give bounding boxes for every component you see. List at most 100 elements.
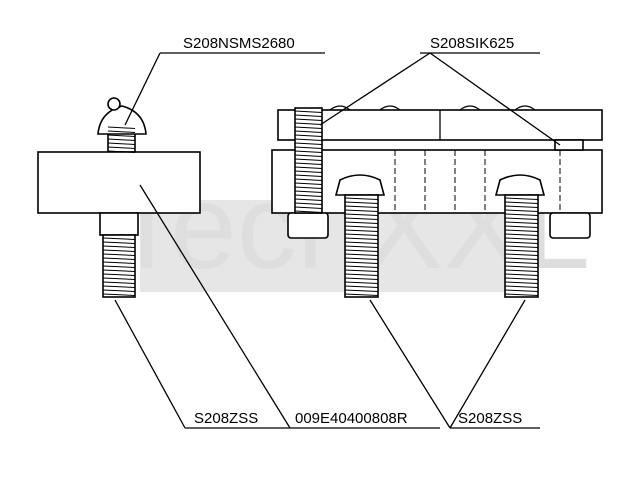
label-s208nsms2680: S208NSMS2680 xyxy=(183,35,295,52)
thread-line xyxy=(504,281,539,284)
thread-line xyxy=(344,293,379,296)
thread-line xyxy=(107,130,136,133)
thread-line xyxy=(504,273,539,276)
right-assembly xyxy=(271,105,603,298)
thread-line xyxy=(102,277,136,280)
thread-line xyxy=(107,150,136,153)
thread-line xyxy=(294,158,323,161)
thread-line xyxy=(294,138,323,141)
label-s208zss-left: S208ZSS xyxy=(194,410,258,427)
thread-line xyxy=(102,273,136,276)
thread-line xyxy=(294,114,323,117)
thread-line xyxy=(294,150,323,153)
thread-line xyxy=(344,241,379,244)
thread-line xyxy=(504,197,539,200)
screw-head xyxy=(494,174,546,196)
thread-line xyxy=(107,146,136,149)
thread-line xyxy=(504,225,539,228)
thread-line xyxy=(504,201,539,204)
thread-line xyxy=(504,293,539,296)
thread-line xyxy=(294,134,323,137)
label-s208zss-right: S208ZSS xyxy=(458,410,522,427)
thread-line xyxy=(504,217,539,220)
thread-line xyxy=(294,154,323,157)
thread-line xyxy=(504,285,539,288)
thread-line xyxy=(504,213,539,216)
thread-line xyxy=(107,134,136,137)
thread-line xyxy=(504,269,539,272)
thread-line xyxy=(294,174,323,177)
thread-line xyxy=(102,293,136,296)
thread-line xyxy=(504,237,539,240)
thread-line xyxy=(294,118,323,121)
thread-line xyxy=(504,253,539,256)
thread-line xyxy=(294,182,323,185)
thread-line xyxy=(102,269,136,272)
thread-line xyxy=(504,245,539,248)
thread-line xyxy=(344,261,379,264)
thread-line xyxy=(294,162,323,165)
thread-line xyxy=(344,253,379,256)
thread-line xyxy=(294,190,323,193)
thread-line xyxy=(344,217,379,220)
button-head xyxy=(97,105,147,135)
thread-line xyxy=(294,178,323,181)
thread-line xyxy=(102,249,136,252)
thread-line xyxy=(102,257,136,260)
thread-line xyxy=(344,281,379,284)
thread-line xyxy=(102,285,136,288)
thread-line xyxy=(107,142,136,145)
thread-line xyxy=(504,261,539,264)
thread-line xyxy=(504,209,539,212)
thread-line xyxy=(504,233,539,236)
thread-line xyxy=(294,186,323,189)
thread-line xyxy=(294,198,323,201)
thread-line xyxy=(504,257,539,260)
thread-line xyxy=(504,241,539,244)
thread-line xyxy=(344,265,379,268)
thread-line xyxy=(294,146,323,149)
thread-line xyxy=(344,221,379,224)
thread-line xyxy=(102,245,136,248)
label-s208sik625: S208SIK625 xyxy=(430,35,514,52)
thread-line xyxy=(504,205,539,208)
thread-line xyxy=(294,194,323,197)
thread-line xyxy=(344,269,379,272)
thread-line xyxy=(344,197,379,200)
thread-line xyxy=(107,138,136,141)
thread-line xyxy=(504,289,539,292)
thread-line xyxy=(344,245,379,248)
thread-line xyxy=(294,210,323,213)
thread-line xyxy=(344,277,379,280)
thread-line xyxy=(344,229,379,232)
thread-line xyxy=(344,257,379,260)
thread-line xyxy=(344,225,379,228)
thread-line xyxy=(102,281,136,284)
thread-line xyxy=(504,277,539,280)
thread-line xyxy=(504,221,539,224)
thread-line xyxy=(294,142,323,145)
thread-line xyxy=(504,265,539,268)
screw-head xyxy=(334,174,386,196)
mounting-block xyxy=(37,151,201,214)
thread-line xyxy=(102,265,136,268)
thread-line xyxy=(294,166,323,169)
thread-line xyxy=(102,261,136,264)
thread-line xyxy=(344,209,379,212)
thread-line xyxy=(107,126,136,129)
thread-line xyxy=(102,289,136,292)
thread-line xyxy=(344,285,379,288)
thread-line xyxy=(344,233,379,236)
thread-line xyxy=(294,130,323,133)
thread-line xyxy=(294,110,323,113)
thread-line xyxy=(344,273,379,276)
thread-line xyxy=(344,201,379,204)
thread-line xyxy=(344,237,379,240)
thread-line xyxy=(294,206,323,209)
thread-line xyxy=(102,237,136,240)
lower-block xyxy=(271,149,603,214)
thread-line xyxy=(294,202,323,205)
thread-line xyxy=(344,213,379,216)
label-009e40400808r: 009E40400808R xyxy=(295,410,408,427)
